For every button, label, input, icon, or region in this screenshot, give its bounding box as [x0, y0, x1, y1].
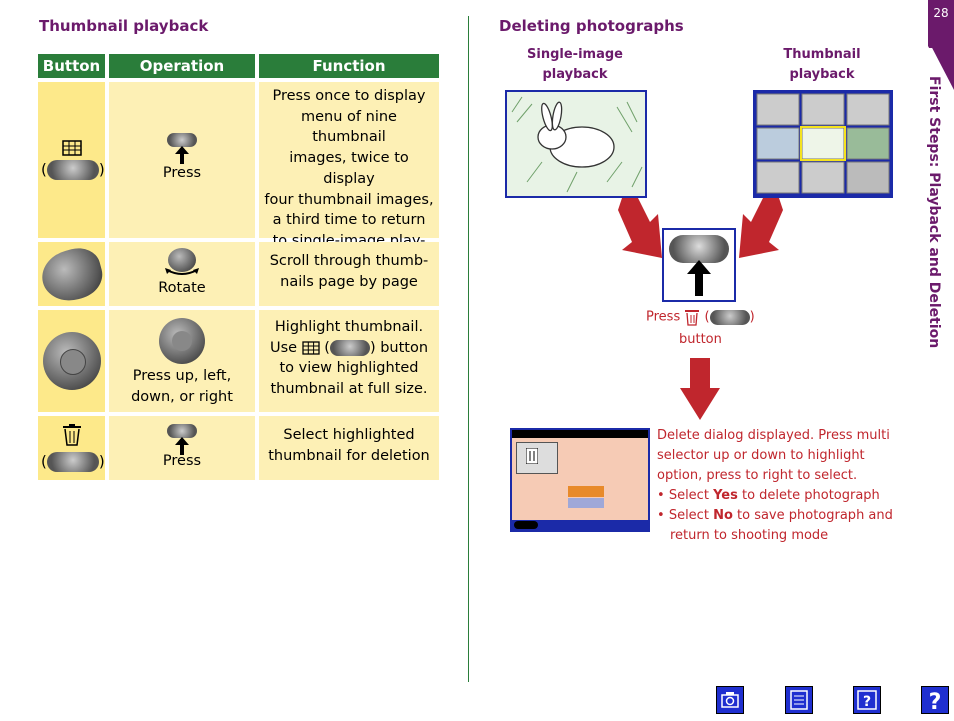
single-image-caption: Single-image playback — [510, 45, 640, 85]
row2-operation-cell: Rotate — [109, 242, 255, 306]
row3-operation-line: Press up, left, — [132, 368, 232, 384]
header-function: Function — [259, 54, 439, 78]
row1-function-line: Press once to display — [272, 88, 426, 104]
rotate-arrow-icon — [165, 268, 199, 275]
rabbit-illustration — [511, 96, 643, 193]
camera-icon[interactable] — [716, 686, 744, 714]
row3-function-line: to view highlighted — [279, 360, 419, 377]
thumbnail-button-icon: () — [41, 160, 105, 180]
row1-function-line: menu of nine thumbnail — [301, 108, 397, 146]
red-arrow-right-icon — [739, 198, 783, 258]
row4-function-line: thumbnail for deletion — [268, 447, 430, 464]
bullet-no: • Select No to save photograph and — [657, 508, 893, 523]
small-delete-button-icon — [167, 424, 197, 438]
trash-icon — [685, 310, 700, 326]
dialog-bottom-bar — [512, 520, 648, 530]
help-icon[interactable]: ? — [853, 686, 881, 714]
caption-line: Single-image — [527, 47, 623, 62]
caption-line: Thumbnail — [783, 47, 861, 62]
arrow-up-icon — [687, 260, 711, 296]
row1-button-cell: () — [38, 82, 105, 238]
page-number: 28 — [933, 6, 949, 20]
red-arrow-left-icon — [618, 198, 662, 258]
caption-line: playback — [789, 67, 855, 82]
trash-icon — [63, 424, 81, 446]
arrow-up-icon — [175, 146, 189, 164]
row2-operation: Rotate — [158, 280, 206, 296]
description-line: selector up or down to highlight — [657, 448, 865, 463]
svg-text:?: ? — [929, 690, 942, 713]
delete-button-box — [662, 228, 736, 302]
thumbnail-grid-icon — [302, 341, 320, 355]
row1-operation: Press — [162, 165, 202, 181]
arrow-up-icon — [175, 437, 189, 455]
command-dial-icon — [36, 243, 108, 307]
section-heading-thumbnail: Thumbnail playback — [39, 17, 209, 35]
row3-operation-cell: Press up, left, down, or right — [109, 310, 255, 412]
thumbnail-images — [756, 93, 890, 194]
contents-icon[interactable] — [785, 686, 813, 714]
dialog-top-bar — [512, 430, 648, 438]
row2-function-line: Scroll through thumb- — [269, 253, 429, 269]
press-instruction: Press () — [646, 309, 755, 326]
header-operation: Operation — [109, 54, 255, 78]
row3-function-line: thumbnail at full size. — [270, 381, 428, 398]
thumbnail-button-inline-icon — [329, 339, 370, 356]
press-label: Press — [646, 309, 681, 325]
single-image-preview — [505, 90, 647, 198]
row3-button-cell — [38, 310, 105, 412]
row4-function-cell: Select highlighted thumbnail for deletio… — [259, 416, 439, 480]
row2-function-line: nails page by page — [280, 273, 418, 290]
tab-diagonal — [928, 40, 954, 90]
thumbnail-caption: Thumbnail playback — [758, 45, 886, 85]
side-title: First Steps: Playback and Deletion — [926, 76, 942, 349]
row2-function-cell: Scroll through thumb- nails page by page — [259, 242, 439, 306]
row3-function-line: Use () button — [269, 339, 429, 356]
caption-line: playback — [542, 67, 608, 82]
row3-function-line: Highlight thumbnail. — [274, 319, 424, 335]
header-button: Button — [38, 54, 105, 78]
row2-button-cell — [36, 242, 108, 307]
section-heading-deleting: Deleting photographs — [499, 17, 684, 35]
row4-function-line: Select highlighted — [283, 427, 415, 443]
option-no[interactable] — [568, 498, 604, 508]
row3-function-button: button — [380, 339, 429, 356]
thumbnail-grid-icon — [62, 140, 82, 156]
row1-function-line: four thumbnail images, — [264, 191, 434, 208]
multi-selector-small-center — [172, 331, 192, 351]
row4-button-cell: () — [38, 416, 105, 480]
delete-button-icon: () — [41, 452, 105, 472]
red-arrow-down-icon — [680, 358, 720, 420]
row1-function-line: a third time to return — [272, 212, 426, 229]
bullet-yes: • Select Yes to delete photograph — [657, 488, 880, 503]
description-line: option, press to right to select. — [657, 468, 858, 483]
trash-dialog-icon — [526, 448, 538, 464]
delete-dialog-screen — [510, 428, 650, 532]
row1-function-cell: Press once to display menu of nine thumb… — [259, 82, 439, 270]
row1-operation-cell: Press — [109, 82, 255, 238]
dial-small-icon — [168, 248, 196, 272]
row3-function-cell: Highlight thumbnail. Use () button to vi… — [259, 310, 439, 412]
dialog-bottom-pill — [514, 521, 538, 529]
button-label: button — [679, 332, 722, 347]
bullet-no-line2: return to shooting mode — [670, 528, 829, 543]
description-line: Delete dialog displayed. Press multi — [657, 428, 890, 443]
multi-selector-center — [60, 349, 86, 375]
dialog-description: Delete dialog displayed. Press multi sel… — [657, 426, 897, 546]
delete-button-inline-icon — [709, 309, 750, 325]
row3-function-use: Use — [269, 339, 298, 356]
column-divider — [468, 16, 469, 682]
question-icon[interactable]: ? — [921, 686, 949, 715]
row3-operation-line: down, or right — [131, 389, 233, 405]
small-button-icon — [167, 133, 197, 147]
option-yes[interactable] — [568, 486, 604, 497]
thumbnail-grid-preview — [753, 90, 893, 198]
row1-function-line: images, twice to display — [289, 150, 409, 187]
delete-button-icon-large — [669, 235, 729, 263]
row4-operation-cell: Press — [109, 416, 255, 480]
svg-text:?: ? — [863, 694, 871, 710]
row4-operation: Press — [162, 453, 202, 469]
